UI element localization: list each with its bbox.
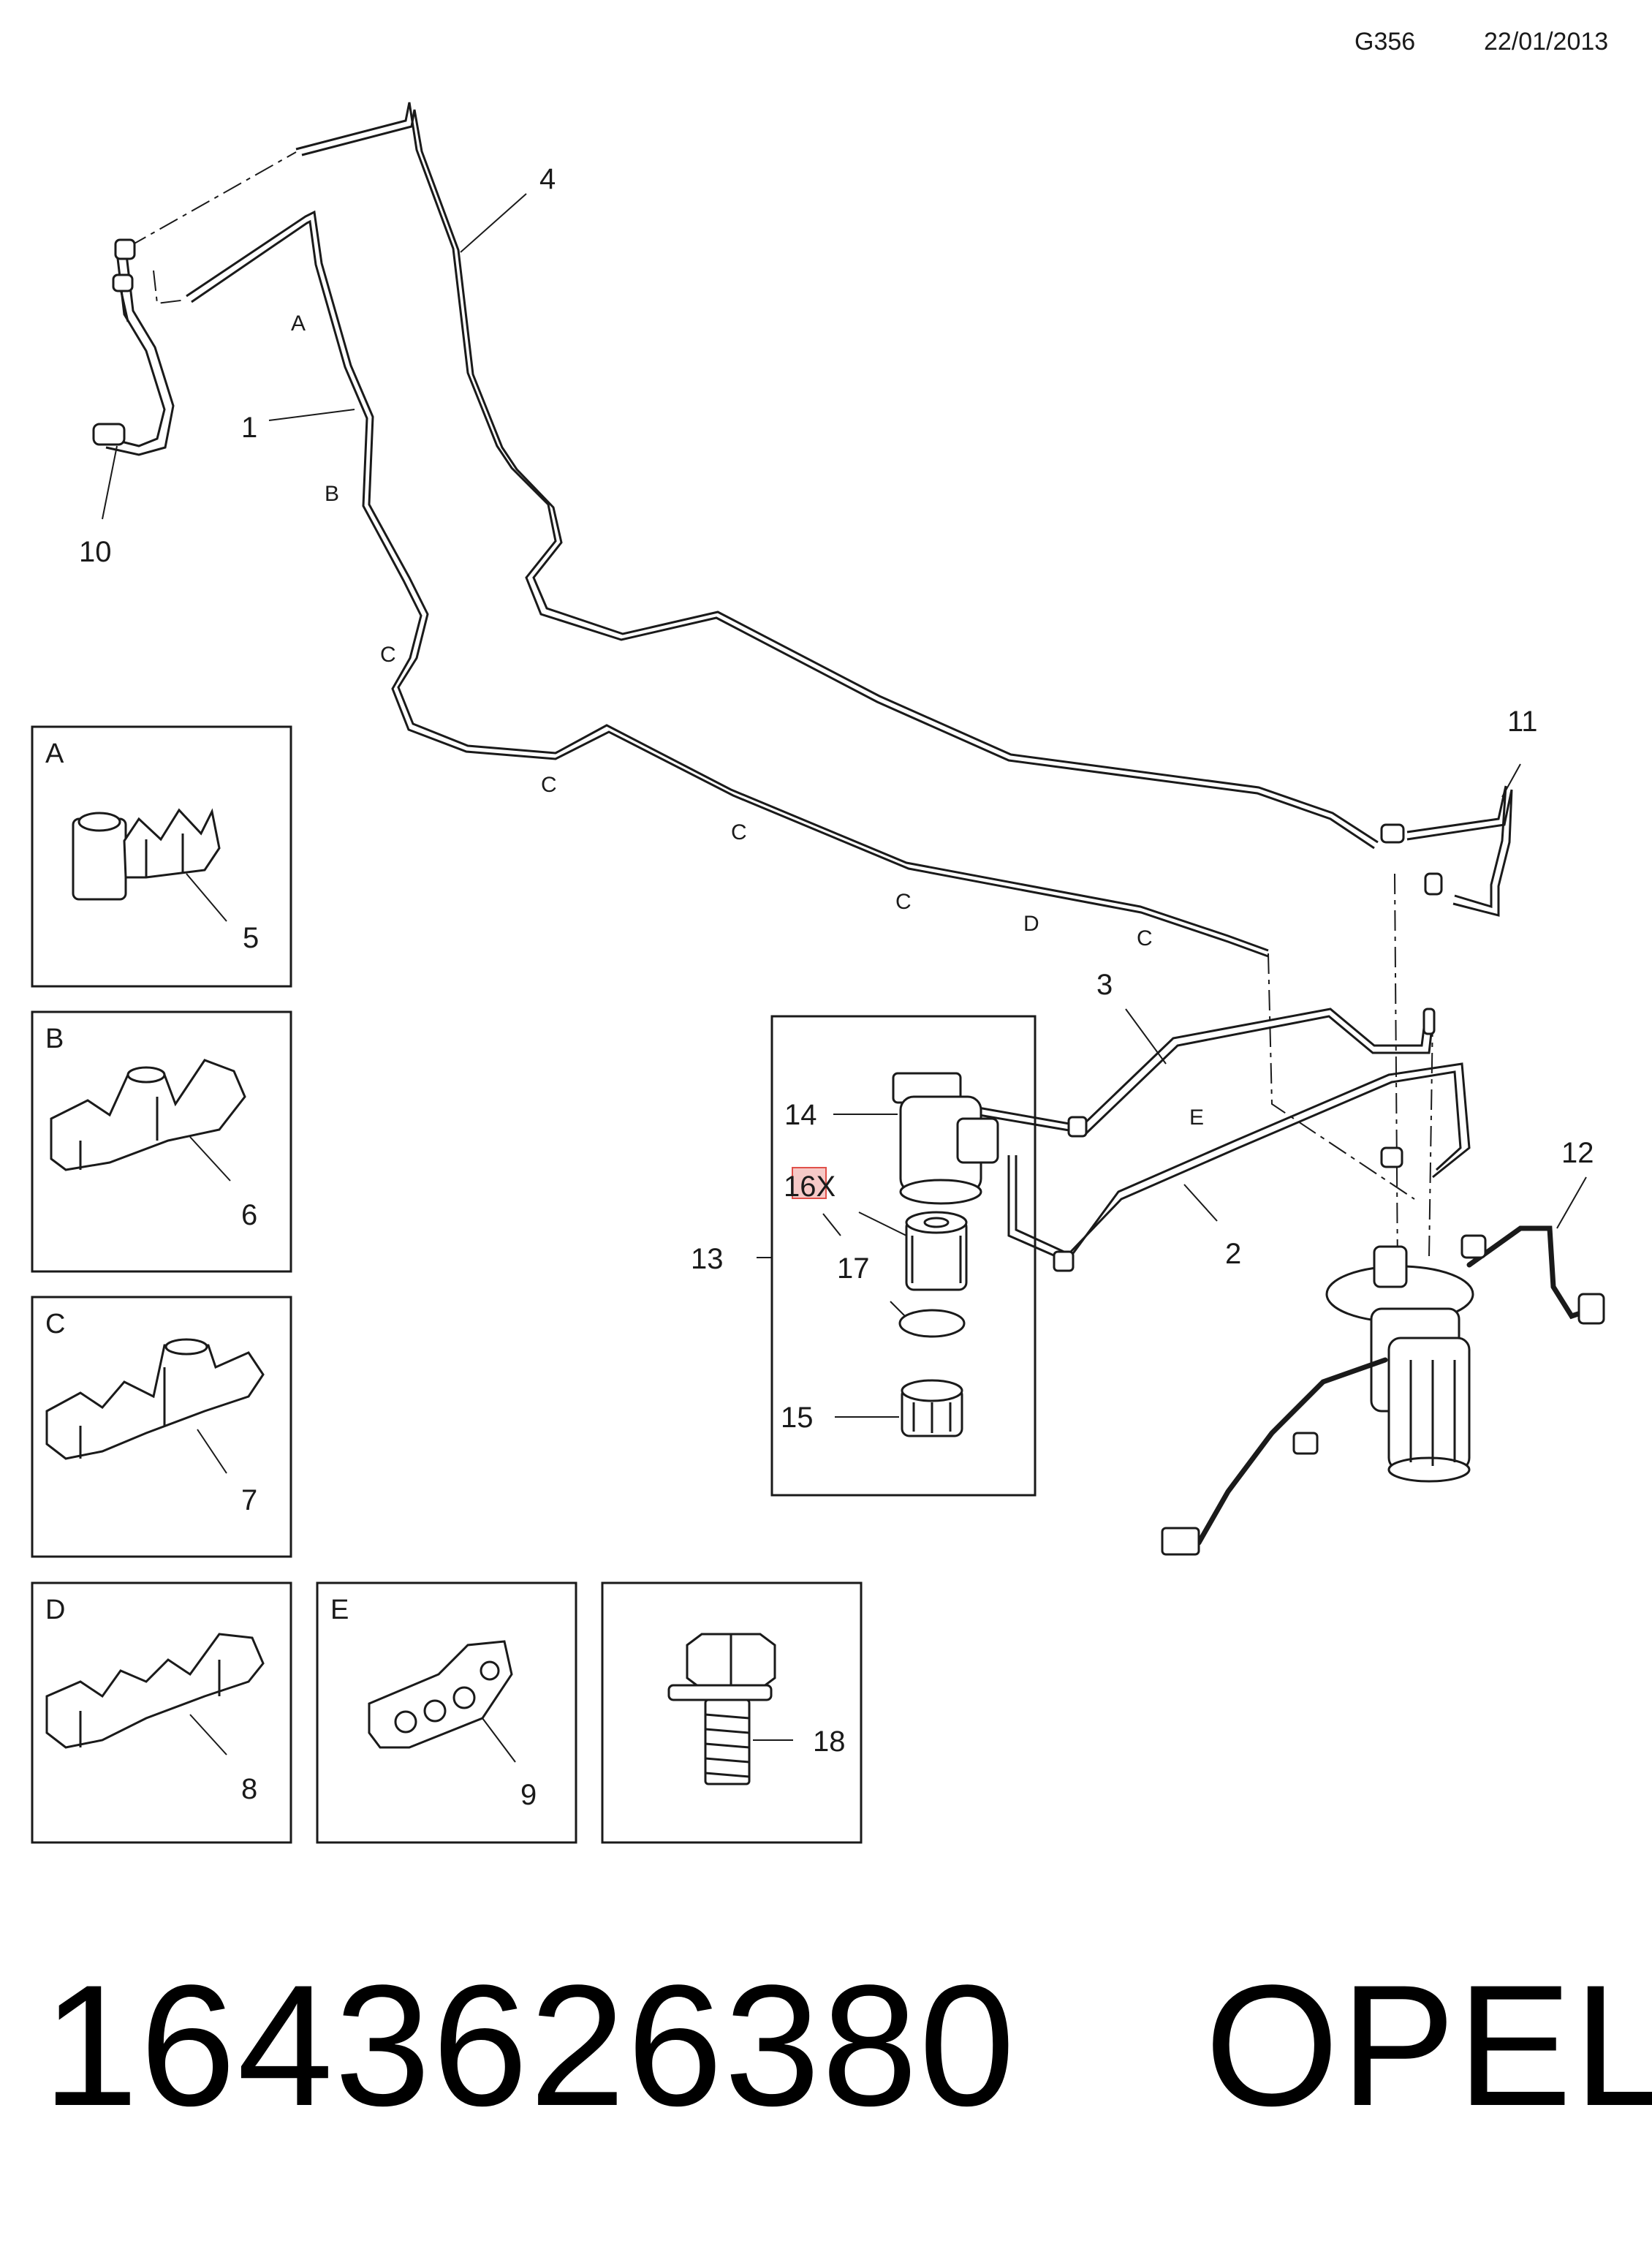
clip-a-drawing	[72, 808, 221, 901]
clip-box-d-label: D	[45, 1595, 65, 1625]
diagram-code: G356	[1354, 28, 1415, 56]
clip-position-c: C	[541, 773, 557, 797]
line-fittings	[92, 238, 1443, 1272]
clip-box-b-label: B	[45, 1024, 64, 1054]
callout-2: 2	[1225, 1238, 1241, 1270]
fuel-line-4	[295, 102, 1379, 850]
clip-box-d	[31, 1581, 292, 1844]
clip-position-a: A	[291, 311, 306, 336]
callout-9: 9	[520, 1779, 537, 1811]
callout-7: 7	[241, 1484, 257, 1516]
clip-position-c: C	[380, 643, 396, 667]
wiring-harness	[1196, 1225, 1596, 1546]
clip-d-drawing	[45, 1633, 265, 1749]
clip-c-drawing	[45, 1338, 265, 1460]
callout-15: 15	[781, 1402, 814, 1434]
callout-1: 1	[241, 412, 257, 444]
part-number: 1643626380	[42, 1949, 1017, 2142]
highlight-box-16x	[792, 1167, 827, 1199]
fuel-pump-module	[1325, 1245, 1474, 1483]
leader-lines	[102, 193, 1587, 1229]
clip-b-drawing	[50, 1059, 246, 1171]
callout-18: 18	[813, 1726, 846, 1758]
callout-6: 6	[241, 1199, 257, 1231]
o-ring	[898, 1309, 966, 1338]
clip-box-c-label: C	[45, 1309, 65, 1339]
filter-assembly-box	[770, 1015, 1037, 1497]
clip-position-c: C	[1137, 926, 1153, 950]
filter-cap	[901, 1379, 963, 1437]
connection-lines	[127, 151, 1433, 1273]
callout-16x: 16X	[784, 1171, 836, 1203]
clip-e-drawing	[368, 1640, 513, 1749]
clip-box-a	[31, 725, 292, 988]
diagram-date: 22/01/2013	[1484, 28, 1608, 56]
clip-box-c	[31, 1296, 292, 1558]
bolt-box	[601, 1581, 863, 1844]
clip-position-e: E	[1189, 1105, 1204, 1130]
part-info: 1643626380 OPEL	[42, 1959, 1652, 2132]
callout-8: 8	[241, 1773, 257, 1805]
bolt-drawing	[667, 1633, 776, 1785]
callout-13: 13	[691, 1243, 724, 1275]
clip-box-a-label: A	[45, 738, 64, 769]
clip-position-c: C	[731, 820, 747, 844]
filter-housing	[892, 1072, 999, 1205]
parts-diagram: G356 22/01/2013	[31, 28, 1608, 1844]
clip-box-e-label: E	[330, 1595, 349, 1625]
clip-box-e	[316, 1581, 577, 1844]
callout-4: 4	[539, 163, 556, 195]
callout-3: 3	[1096, 969, 1113, 1001]
clip-position-b: B	[325, 482, 339, 506]
brand-name: OPEL	[1205, 1949, 1652, 2142]
callout-14: 14	[784, 1099, 817, 1131]
fuel-line-2	[1007, 1062, 1471, 1263]
callout-10: 10	[79, 536, 112, 568]
callout-12: 12	[1561, 1137, 1594, 1169]
clip-position-c: C	[895, 890, 912, 914]
fuel-line-11	[1406, 785, 1513, 917]
fuel-line-1	[186, 210, 1269, 958]
callout-5: 5	[243, 922, 259, 954]
harness-connectors	[1161, 1234, 1605, 1556]
filter-element	[905, 1211, 968, 1291]
fuel-line-10-section	[105, 248, 175, 456]
callout-11: 11	[1507, 706, 1538, 738]
clip-position-d: D	[1023, 912, 1039, 936]
clip-box-b	[31, 1010, 292, 1273]
callout-17: 17	[837, 1252, 870, 1285]
